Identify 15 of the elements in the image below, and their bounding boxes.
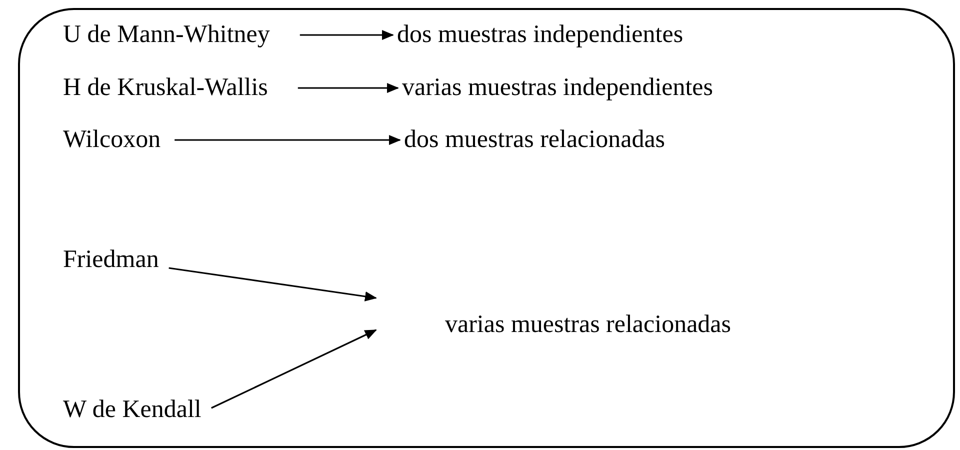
text-label: dos muestras relacionadas <box>404 125 666 155</box>
text-label: varias muestras independientes <box>402 73 714 103</box>
arrow <box>168 267 377 302</box>
arrow <box>174 135 401 145</box>
text-label: Wilcoxon <box>63 125 161 155</box>
text-label: Friedman <box>63 245 159 275</box>
arrow <box>300 30 394 40</box>
text-label: H de Kruskal-Wallis <box>63 73 268 103</box>
arrow <box>298 83 399 93</box>
group-label: varias muestras relacionadas <box>380 285 731 340</box>
text-label: dos muestras independientes <box>397 20 684 50</box>
text-label: W de Kendall <box>63 395 202 425</box>
text-label: U de Mann-Whitney <box>63 20 270 50</box>
arrow <box>211 329 377 409</box>
rounded-frame <box>18 8 955 448</box>
